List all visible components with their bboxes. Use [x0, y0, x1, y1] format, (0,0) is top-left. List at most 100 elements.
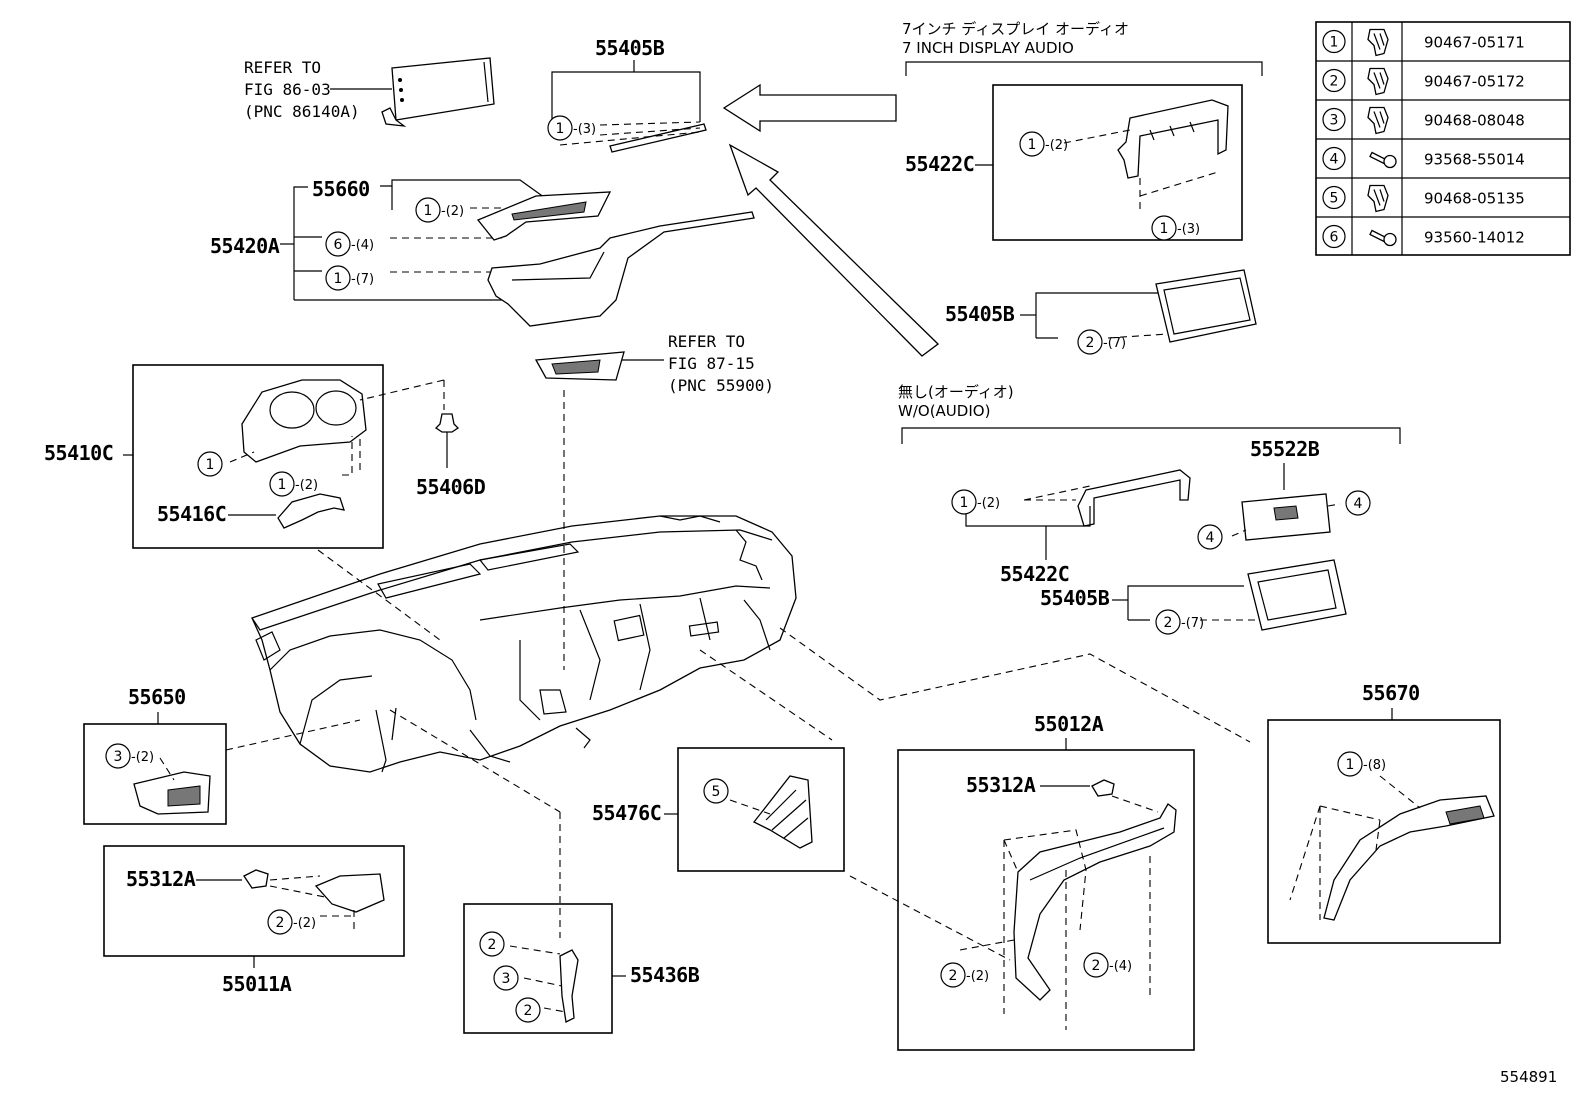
legend-number: 2 — [1330, 74, 1339, 90]
callout-c1_3_top: 1-(3) — [547, 115, 596, 141]
callout-number: 4 — [1206, 530, 1215, 546]
part-label-55012A: 55012A — [1034, 712, 1104, 736]
callout-number: 1 — [1346, 757, 1355, 773]
callout-number: 1 — [206, 457, 215, 473]
callout-c1_2_55410: 1-(2) — [269, 471, 318, 497]
callout-c1_2_55660: 1-(2) — [415, 197, 464, 223]
callout-circle — [105, 743, 131, 769]
callout-circle — [940, 962, 966, 988]
part-55012A-box: 55012A 55312A — [849, 712, 1195, 1051]
callout-circle — [1019, 131, 1045, 157]
callout-number: 6 — [334, 237, 343, 253]
legend-number-circle — [1322, 68, 1346, 93]
callout-number: 2 — [1164, 615, 1173, 631]
screw-icon — [1369, 151, 1397, 169]
callout-circle — [325, 265, 351, 291]
callout-c2_b_55436: 2 — [515, 997, 541, 1023]
refer-text-line3: (PNC 55900) — [668, 376, 774, 395]
callout-circle — [493, 965, 519, 991]
refer-text-line3: (PNC 86140A) — [244, 102, 360, 121]
callout-c2_4_55012: 2 -(4) — [1083, 952, 1132, 978]
clip-icon — [1367, 184, 1389, 213]
callout-c6_4: 6-(4) — [325, 231, 374, 257]
callout-circle — [1083, 952, 1109, 978]
callout-quantity: -(7) — [1103, 336, 1126, 351]
callout-number: 3 — [114, 749, 123, 765]
refer-text-line2: FIG 87-15 — [668, 354, 755, 373]
callout-quantity: -(2) — [966, 969, 989, 984]
screw-icon — [1369, 229, 1397, 247]
callout-quantity: -(8) — [1363, 758, 1386, 773]
legend-number-circle — [1322, 224, 1346, 249]
callout-circle — [267, 909, 293, 935]
callout-number: 5 — [712, 784, 721, 800]
callout-number: 2 — [949, 968, 958, 984]
callout-circle — [197, 451, 223, 477]
callout-number: 2 — [488, 937, 497, 953]
callout-quantity: -(2) — [1045, 138, 1068, 153]
callout-circle — [1337, 751, 1363, 777]
callout-c2_7_wo: 2-(7) — [1155, 609, 1204, 635]
callout-quantity: -(2) — [295, 478, 318, 493]
callout-circle — [547, 115, 573, 141]
part-label-55436B: 55436B — [630, 963, 700, 987]
part-label-55011A: 55011A — [222, 972, 292, 996]
callout-circle — [1155, 609, 1181, 635]
part-label-55422C-a: 55422C — [905, 152, 974, 176]
refer-87-15-group: REFER TO FIG 87-15 (PNC 55900) — [534, 332, 774, 395]
callout-c1_2_wo: 1-(2) — [951, 489, 1000, 515]
callout-circle — [1151, 215, 1177, 241]
callout-quantity: -(4) — [1109, 959, 1132, 974]
callout-circle — [1197, 524, 1223, 550]
callout-c1_55410: 1 — [197, 451, 223, 477]
callout-c5_55476: 5 — [703, 778, 729, 804]
legend-number: 5 — [1330, 191, 1339, 207]
callout-circle — [515, 997, 541, 1023]
callout-c1_8_55670: 1 -(8) — [1337, 751, 1386, 777]
variant-en-label: 7 INCH DISPLAY AUDIO — [902, 39, 1074, 57]
part-55670-box: 55670 — [1267, 681, 1501, 944]
callout-number: 3 — [502, 971, 511, 987]
part-label-55405B-b: 55405B — [945, 302, 1015, 326]
callout-quantity: -(2) — [131, 750, 154, 765]
callout-c1_3_7in: 1-(3) — [1151, 215, 1200, 241]
callout-number: 2 — [1092, 958, 1101, 974]
part-label-55312A-b: 55312A — [966, 773, 1036, 797]
part-label-55420A: 55420A — [210, 234, 280, 258]
legend-part-number: 90467-05171 — [1424, 34, 1525, 52]
legend-row: 1 90467-05171 — [1322, 28, 1525, 57]
part-label-55422C-b: 55422C — [1000, 562, 1069, 586]
callout-circle — [1345, 490, 1371, 516]
callout-circle — [1077, 329, 1103, 355]
callout-c3_55436: 3 — [493, 965, 519, 991]
part-label-55476C: 55476C — [592, 801, 661, 825]
callout-number: 1 — [1028, 137, 1037, 153]
legend-number-circle — [1322, 185, 1346, 210]
callout-number: 4 — [1354, 496, 1363, 512]
part-label-55312A-a: 55312A — [126, 867, 196, 891]
callout-circle — [415, 197, 441, 223]
callout-circle — [951, 489, 977, 515]
legend-number: 1 — [1330, 35, 1339, 51]
callout-c1_2_7in: 1 -(2) — [1019, 131, 1068, 157]
callout-quantity: -(2) — [293, 916, 316, 931]
callout-c2_7_7in: 2-(7) — [1077, 329, 1126, 355]
legend-part-number: 90468-08048 — [1424, 112, 1525, 130]
callout-c2_2_55012: 2 -(2) — [940, 962, 989, 988]
part-label-55660: 55660 — [312, 177, 370, 201]
part-55011A-box: 55312A 55011A — [103, 845, 405, 996]
refer-text-line2: FIG 86-03 — [244, 80, 331, 99]
callout-number: 1 — [334, 271, 343, 287]
figure-id: 554891 — [1500, 1068, 1557, 1086]
variant-without-audio: 無し(オーディオ) W/O(AUDIO) 55422C 55522B 55405… — [898, 383, 1401, 631]
part-55436B-box: 55436B — [463, 903, 700, 1034]
callout-number: 2 — [524, 1003, 533, 1019]
legend-part-number: 93560-14012 — [1424, 229, 1525, 247]
callout-c4_left: 4 — [1197, 524, 1223, 550]
callout-quantity: -(2) — [441, 204, 464, 219]
callout-c4_right: 4 — [1345, 490, 1371, 516]
